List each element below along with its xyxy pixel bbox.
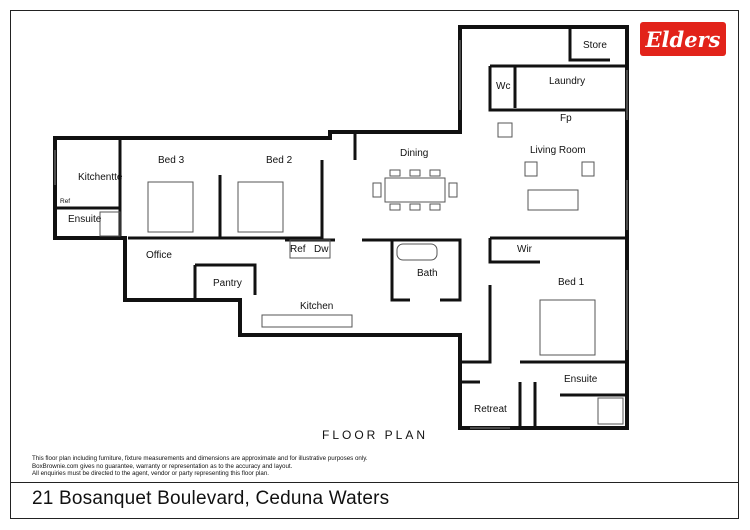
shower-right bbox=[597, 397, 624, 425]
room-kitchenette: Kitchentte bbox=[78, 172, 123, 183]
room-bed3: Bed 3 bbox=[158, 155, 185, 166]
dining-chair bbox=[389, 203, 401, 211]
room-fp: Fp bbox=[560, 113, 572, 124]
dining-chair bbox=[429, 169, 441, 177]
dining-chair bbox=[372, 182, 382, 198]
fridge-dishwasher bbox=[289, 239, 331, 259]
room-wir: Wir bbox=[517, 244, 533, 255]
room-bed2: Bed 2 bbox=[266, 155, 293, 166]
room-pantry: Pantry bbox=[213, 278, 242, 289]
room-office: Office bbox=[146, 250, 172, 261]
dining-chair bbox=[429, 203, 441, 211]
room-ref: Ref bbox=[290, 244, 306, 255]
bed1-bed bbox=[539, 299, 596, 356]
room-wc: Wc bbox=[496, 81, 510, 92]
room-ensuite-left: Ensuite bbox=[68, 214, 102, 225]
room-labels: Store Wc Laundry Fp Living Room Dining K… bbox=[60, 40, 607, 415]
disclaimer-line: BoxBrownie.com gives no guarantee, warra… bbox=[32, 462, 293, 470]
room-store: Store bbox=[583, 40, 607, 51]
property-address: 21 Bosanquet Boulevard, Ceduna Waters bbox=[32, 488, 390, 509]
room-living: Living Room bbox=[530, 145, 586, 156]
elders-logo: Elders bbox=[640, 22, 726, 56]
disclaimer-line: This floor plan including furniture, fix… bbox=[32, 455, 368, 462]
living-armchair bbox=[497, 122, 513, 138]
dining-chair bbox=[409, 203, 421, 211]
room-laundry: Laundry bbox=[549, 76, 585, 87]
living-chair bbox=[524, 161, 538, 177]
logo-text: Elders bbox=[645, 26, 721, 52]
dining-chair bbox=[448, 182, 458, 198]
room-bed1: Bed 1 bbox=[558, 277, 585, 288]
kitchen-bench bbox=[261, 314, 353, 328]
dining-chair bbox=[389, 169, 401, 177]
room-retreat: Retreat bbox=[474, 404, 507, 415]
furniture bbox=[54, 40, 628, 429]
disclaimer-line: All enquiries must be directed to the ag… bbox=[32, 470, 269, 478]
plan-title: FLOOR PLAN bbox=[322, 428, 429, 442]
footer-divider bbox=[10, 482, 739, 483]
disclaimer: This floor plan including furniture, fix… bbox=[32, 455, 452, 478]
dining-table bbox=[384, 177, 446, 203]
room-ensuite-right: Ensuite bbox=[564, 374, 598, 385]
dining-chair bbox=[409, 169, 421, 177]
bed2-bed bbox=[237, 181, 284, 233]
bed3-bed bbox=[147, 181, 194, 233]
page-border bbox=[10, 10, 739, 519]
bathtub bbox=[396, 243, 438, 261]
living-sofa bbox=[527, 189, 579, 211]
living-chair bbox=[581, 161, 595, 177]
interior-walls bbox=[57, 27, 625, 428]
room-dining: Dining bbox=[400, 148, 428, 159]
room-kitchen: Kitchen bbox=[300, 301, 333, 312]
room-bath: Bath bbox=[417, 268, 438, 279]
shower-left bbox=[99, 211, 121, 237]
room-dw: Dw bbox=[314, 244, 329, 255]
room-ref-small: Ref bbox=[60, 198, 70, 205]
exterior-walls bbox=[53, 25, 629, 430]
